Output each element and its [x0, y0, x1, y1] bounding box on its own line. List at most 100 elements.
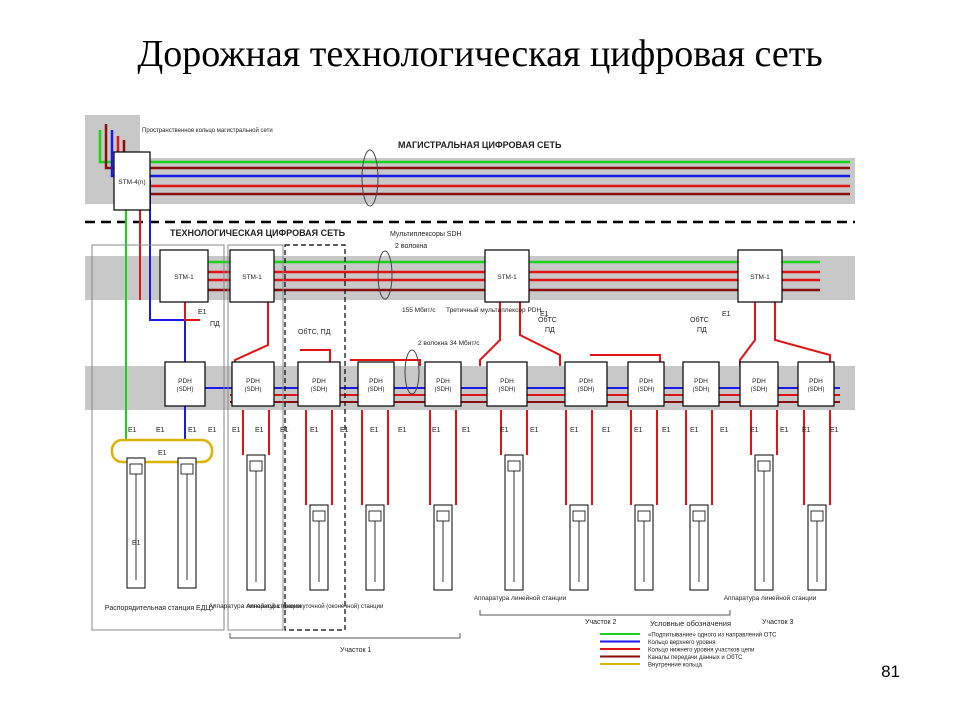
fiber-ellipse-mid	[377, 250, 393, 300]
two-fibers-34-note: 2 волокна 34 Мбит/с	[418, 339, 480, 347]
stm4-mux-label: STM-4(n)	[118, 179, 145, 186]
rack-line-1b-wire	[361, 410, 389, 505]
station-line-2-label: Аппаратура линейной станции	[474, 594, 567, 602]
pd-label-1: ПД	[545, 327, 555, 334]
page-number: 81	[881, 662, 900, 681]
rack-line-2d	[685, 410, 713, 591]
legend-label-2: Кольцо верхнего уровня	[648, 640, 716, 646]
mid-band	[85, 256, 855, 300]
pdh-mux-5-frame	[424, 361, 462, 407]
stm1-mux-3: STM-1	[484, 249, 530, 303]
e1-label-12: E1	[432, 427, 441, 434]
rack-line-3	[750, 410, 778, 591]
rack-line-2-wire	[500, 410, 528, 455]
e1-label-19: E1	[662, 427, 671, 434]
stm1-mux-1-label: STM-1	[174, 274, 194, 281]
stm1-mux-4-label: STM-1	[750, 274, 770, 281]
e1-label-22: E1	[750, 427, 759, 434]
legend: Условные обозначения «Подпитывание» одно…	[600, 619, 777, 669]
rack-line-2c-wire	[630, 410, 658, 505]
two-fibers-note: 2 волокна	[395, 243, 427, 250]
pdh-mux-6-frame	[486, 361, 528, 407]
legend-label-5: Внутренние кольца	[648, 663, 703, 669]
station-intermediate-label: Аппаратура промежуточной (оконечной) ста…	[247, 603, 384, 610]
rack-line-1c	[429, 410, 457, 591]
e1-label-13: E1	[462, 427, 471, 434]
pdh-mux-5-sublabel: (SDH)	[435, 387, 452, 393]
e1-label-edcu: E1	[132, 540, 141, 547]
pdh-mux-7-frame	[564, 361, 608, 407]
rack-edcu-1	[126, 457, 146, 589]
rack-intermediate	[305, 410, 333, 591]
pdh-mux-7: PDH (SDH)	[564, 361, 608, 407]
section-2-bracket	[479, 610, 731, 616]
pdh-mux-9-sublabel: (SDH)	[693, 387, 710, 393]
e1-label-6: E1	[255, 427, 264, 434]
top-band-label: МАГИСТРАЛЬНАЯ ЦИФРОВАЯ СЕТЬ	[398, 140, 562, 150]
stm1-mux-4: STM-1	[737, 249, 783, 303]
pdh-mux-2-frame	[231, 361, 275, 407]
pdh-mux-8-frame	[627, 361, 665, 407]
legend-label-4: Каналы передачи данных и ОбТС	[648, 655, 743, 661]
pdh-mux-4-sublabel: (SDH)	[368, 387, 385, 393]
station-edcu-label: Распорядительная станция ЕДЦУ	[105, 605, 216, 612]
e1-label-21: E1	[720, 427, 729, 434]
tertiary-mux-note: Третичный мультиплексор PDH	[446, 306, 541, 314]
pdh-mux-6: PDH(SDH)	[486, 361, 528, 407]
legend-title: Условные обозначения	[650, 619, 731, 628]
e1-label-2: E1	[156, 427, 165, 434]
pdh-mux-10: PDH(SDH)	[739, 361, 779, 407]
pdh-mux-6-label: PDH	[500, 378, 514, 385]
e1-label-5: E1	[232, 427, 241, 434]
line-station-frame-1	[227, 244, 284, 631]
e1-label-9: E1	[340, 427, 349, 434]
rack-line-1c-wire	[429, 410, 457, 505]
pdh-mux-4-frame	[357, 361, 395, 407]
pdh-mux-4-label: PDH	[369, 378, 383, 385]
rack-intermediate-wire	[305, 410, 333, 505]
pdh-mux-1-sublabel: (SDH)	[177, 387, 194, 393]
stm1-mux-1: STM-1	[159, 249, 209, 303]
ogts-label-2: ОбТС	[690, 316, 709, 324]
stm1-mux-3-label: STM-1	[497, 274, 517, 281]
e1-label-1: E1	[128, 427, 137, 434]
section-1-label: Участок 1	[340, 647, 372, 654]
pdh-mux-2: PDH(SDH)	[231, 361, 275, 407]
e1-label-3: E1	[188, 427, 197, 434]
e1-label-23: E1	[780, 427, 789, 434]
pdh-mux-3-sublabel: (SDH)	[311, 387, 328, 393]
rack-line-1	[242, 410, 270, 591]
pd-label-3: ПД	[210, 321, 220, 328]
rack-line-1-wire	[242, 410, 270, 455]
pd-label-2: ПД	[697, 327, 707, 334]
slide-title: Дорожная технологическая цифровая сеть	[137, 33, 823, 75]
top-band	[85, 158, 855, 204]
pdh-mux-11: PDH(SDH)	[797, 361, 835, 407]
intermediate-station-frame	[284, 244, 346, 631]
station-line-1-label: Аппаратура линейной станции	[209, 602, 302, 610]
pdh-mux-2-sublabel: (SDH)	[245, 387, 262, 393]
pdh-mux-7-sublabel: (SDH)	[578, 387, 595, 393]
pdh-mux-1: PDH (SDH)	[164, 361, 206, 407]
e1-label-c: E1	[722, 311, 731, 318]
pdh-mux-11-label: PDH	[809, 378, 823, 385]
rack-line-3b-wire	[803, 410, 831, 505]
e1-label-11: E1	[398, 427, 407, 434]
pdh-mux-9-label: PDH	[694, 378, 708, 385]
rack-line-3b	[803, 410, 831, 591]
edcu-station-frame	[91, 244, 225, 631]
legend-label-1: «Подпитывание» одного из направлений ОТС	[648, 632, 777, 639]
pdh-mux-8-label: PDH	[639, 378, 653, 385]
e1-label-8: E1	[310, 427, 319, 434]
e1-label-14: E1	[500, 427, 509, 434]
pdh-mux-3-label: PDH	[312, 378, 326, 385]
pdh-mux-1-frame	[164, 361, 206, 407]
section-3-label: Участок 3	[762, 619, 794, 626]
pdh-mux-5: PDH(SDH)	[424, 361, 462, 407]
e1-label-17: E1	[602, 427, 611, 434]
pdh-mux-7-label: PDH	[579, 378, 593, 385]
pdh-mux-10-sublabel: (SDH)	[751, 387, 768, 393]
pdh-mux-1-label: PDH	[178, 378, 192, 385]
stm1-mux-1-frame	[159, 249, 209, 303]
